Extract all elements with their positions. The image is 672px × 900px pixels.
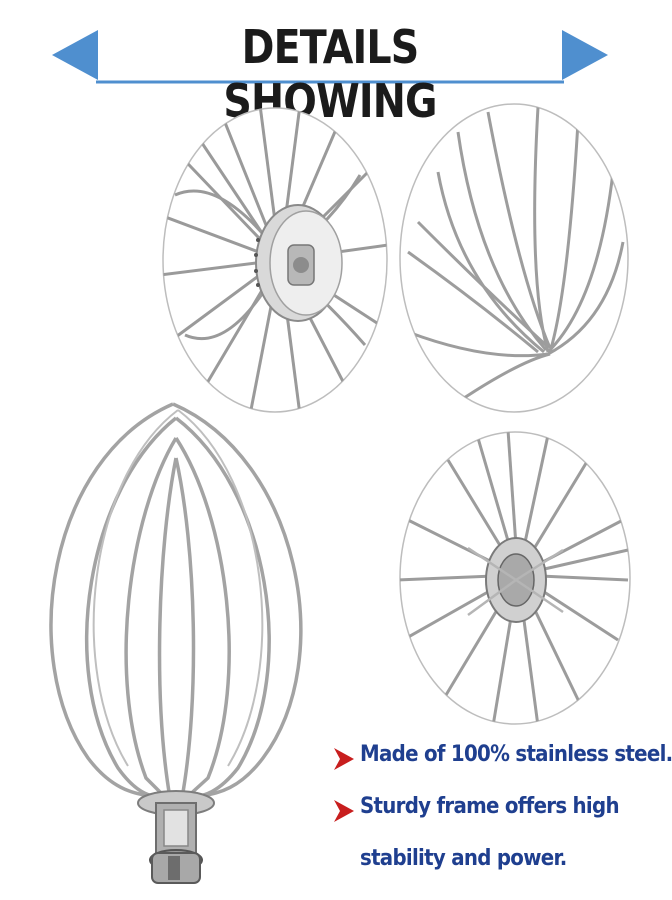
header-banner: DETAILS SHOWING <box>0 0 660 128</box>
detail-hub-view <box>160 105 390 415</box>
feature-text-continued: stability and power. <box>360 846 567 871</box>
hub-detail-image <box>162 107 388 413</box>
banner-graphic <box>52 30 608 84</box>
left-arrow-icon <box>52 30 98 80</box>
wire-tips-detail-image <box>399 103 629 413</box>
whisk-full-view <box>28 398 328 893</box>
page-title: DETAILS SHOWING <box>223 20 437 128</box>
bullet-arrow-icon <box>334 748 354 770</box>
feature-item-material: Made of 100% stainless steel. <box>334 738 672 790</box>
feature-text: Sturdy frame offers high <box>360 794 620 819</box>
whisk-product-image <box>49 402 303 884</box>
bullet-arrow-icon <box>334 800 354 822</box>
feature-item-frame: Sturdy frame offers high <box>334 790 654 842</box>
feature-list: Made of 100% stainless steel. Sturdy fra… <box>334 738 672 894</box>
feature-item-frame-continued: stability and power. <box>334 842 654 894</box>
feature-text: Made of 100% stainless steel. <box>360 742 672 767</box>
right-arrow-icon <box>562 30 608 80</box>
top-view-detail-image <box>399 431 631 725</box>
detail-top-view <box>398 430 632 726</box>
detail-wire-tips-view <box>398 102 630 414</box>
